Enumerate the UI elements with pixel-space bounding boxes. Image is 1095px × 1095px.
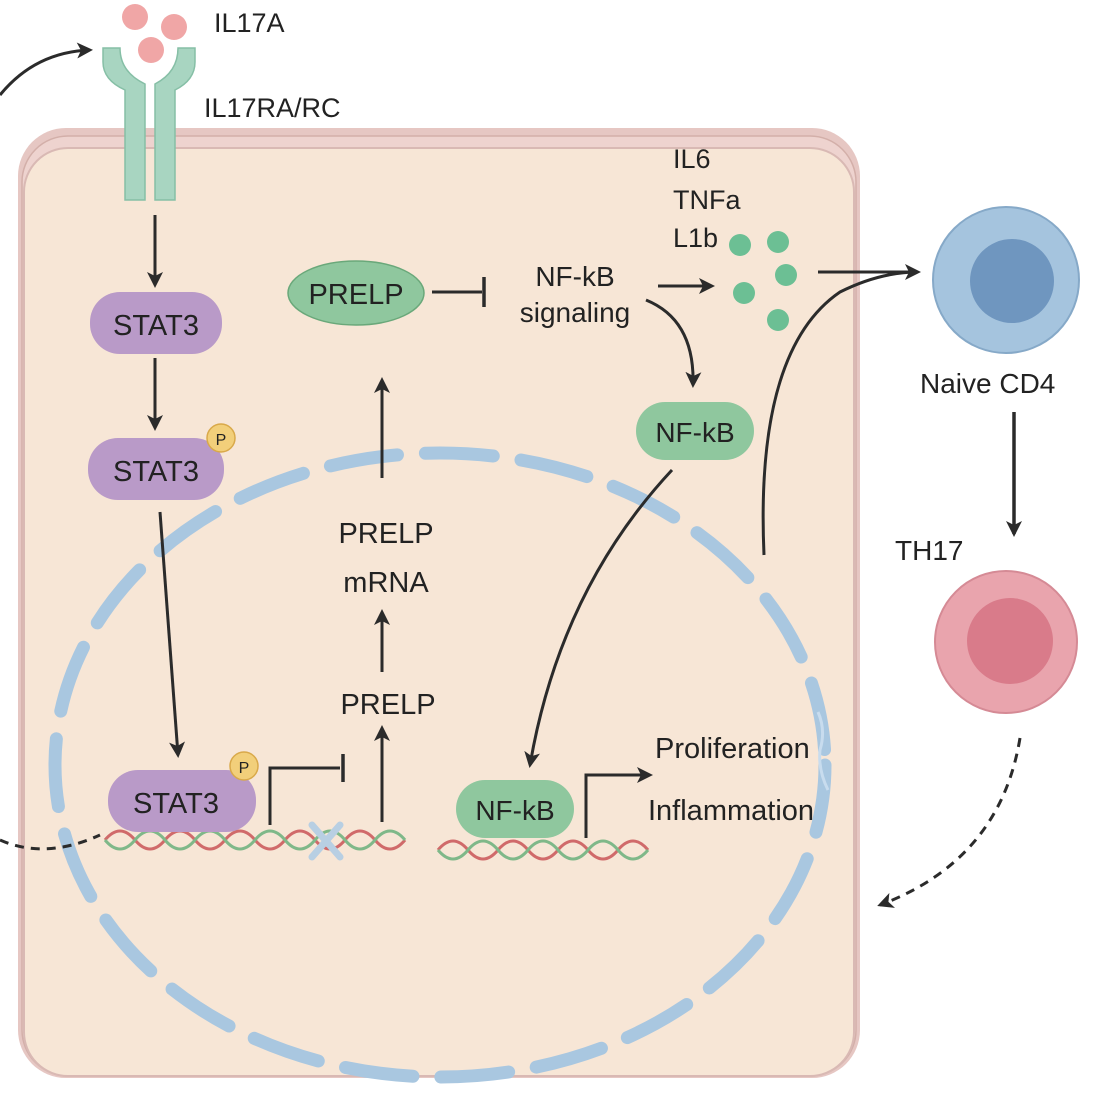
th17-nucleus-icon: [967, 598, 1053, 684]
prelp-protein-label: PRELP: [308, 279, 403, 311]
nfkb-nucleus-node: [456, 780, 574, 838]
signaling-to-nfkb-arrow: [645, 298, 702, 388]
prelp-mrna-label-1: PRELP: [338, 518, 433, 550]
stat3-node-1: [90, 292, 222, 354]
th17-feedback-arrow: [877, 737, 1022, 908]
phospho-label-1: P: [216, 432, 227, 449]
nfkb-transcription-arrow: [584, 767, 653, 838]
prelp-protein-node: [287, 260, 425, 326]
naive-cd4-label: Naive CD4: [920, 368, 1055, 399]
phospho-badge-icon-1: [206, 423, 236, 453]
stat3-label-2: STAT3: [113, 456, 199, 488]
nucleus-envelope: [48, 446, 832, 1084]
naive-cd4-nucleus-icon: [970, 239, 1054, 323]
stat3-label-1: STAT3: [113, 310, 199, 342]
receptor-icon: [102, 47, 196, 201]
pore-mark-icon: [816, 711, 830, 791]
stat3-node-2: [88, 438, 224, 500]
inflammation-label: Inflammation: [648, 795, 814, 827]
nucleus-to-cd4-curve: [761, 270, 919, 556]
stat3-node-3: [108, 770, 256, 832]
phospho-label-2: P: [239, 760, 250, 777]
phospho-badge-icon-2: [229, 751, 259, 781]
cell-cytoplasm: [23, 147, 855, 1077]
prelp-mrna-label-2: mRNA: [343, 567, 429, 599]
dna-strand-icon-right: [436, 839, 650, 861]
nfkb-signaling-label-2: signaling: [520, 297, 631, 328]
dna-strand-icon-left: [103, 829, 407, 851]
stat3-label-3: STAT3: [133, 788, 219, 820]
il17a-label: IL17A: [214, 8, 285, 38]
blocked-x-icon: [308, 821, 344, 861]
nfkb-translocation-arrow: [524, 468, 674, 768]
proliferation-label: Proliferation: [655, 733, 810, 765]
stat3-translocation-arrow: [158, 511, 186, 758]
nfkb-cyto-node: [636, 402, 754, 460]
autocrine-dashed-arrow: [0, 833, 101, 851]
cytokine-dots-icon: [729, 231, 797, 331]
nfkb-nucleus-label: NF-kB: [475, 795, 554, 826]
prelp-gene-label: PRELP: [340, 689, 435, 721]
l1b-label: L1b: [673, 223, 718, 253]
stat3-inhibition-line: [268, 766, 340, 825]
il17a-ligand-icon: [122, 4, 187, 63]
tnfa-label: TNFa: [673, 185, 741, 215]
autocrine-arrow-in: [0, 42, 93, 96]
nfkb-signaling-label-1: NF-kB: [535, 261, 614, 292]
receptor-label: IL17RA/RC: [204, 93, 341, 123]
th17-label: TH17: [895, 535, 963, 566]
nfkb-cyto-label: NF-kB: [655, 417, 734, 448]
il6-label: IL6: [673, 144, 711, 174]
